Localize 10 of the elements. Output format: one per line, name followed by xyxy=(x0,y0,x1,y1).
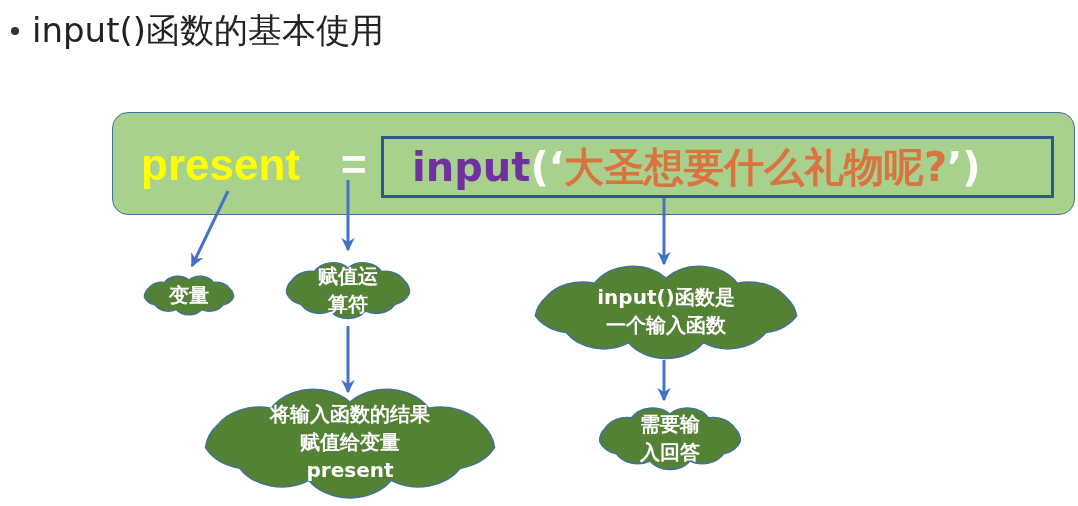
function-call-box: input(‘大圣想要什么礼物呢?’) xyxy=(381,136,1054,198)
arrow xyxy=(190,190,230,268)
code-token: present xyxy=(141,139,316,191)
arrow xyxy=(657,198,671,266)
arrow xyxy=(657,360,671,402)
title: input()函数的基本使用 xyxy=(32,9,384,52)
arrow xyxy=(341,180,355,252)
arrow xyxy=(341,326,355,394)
code-band xyxy=(112,112,1075,215)
code-token: = xyxy=(341,139,381,191)
